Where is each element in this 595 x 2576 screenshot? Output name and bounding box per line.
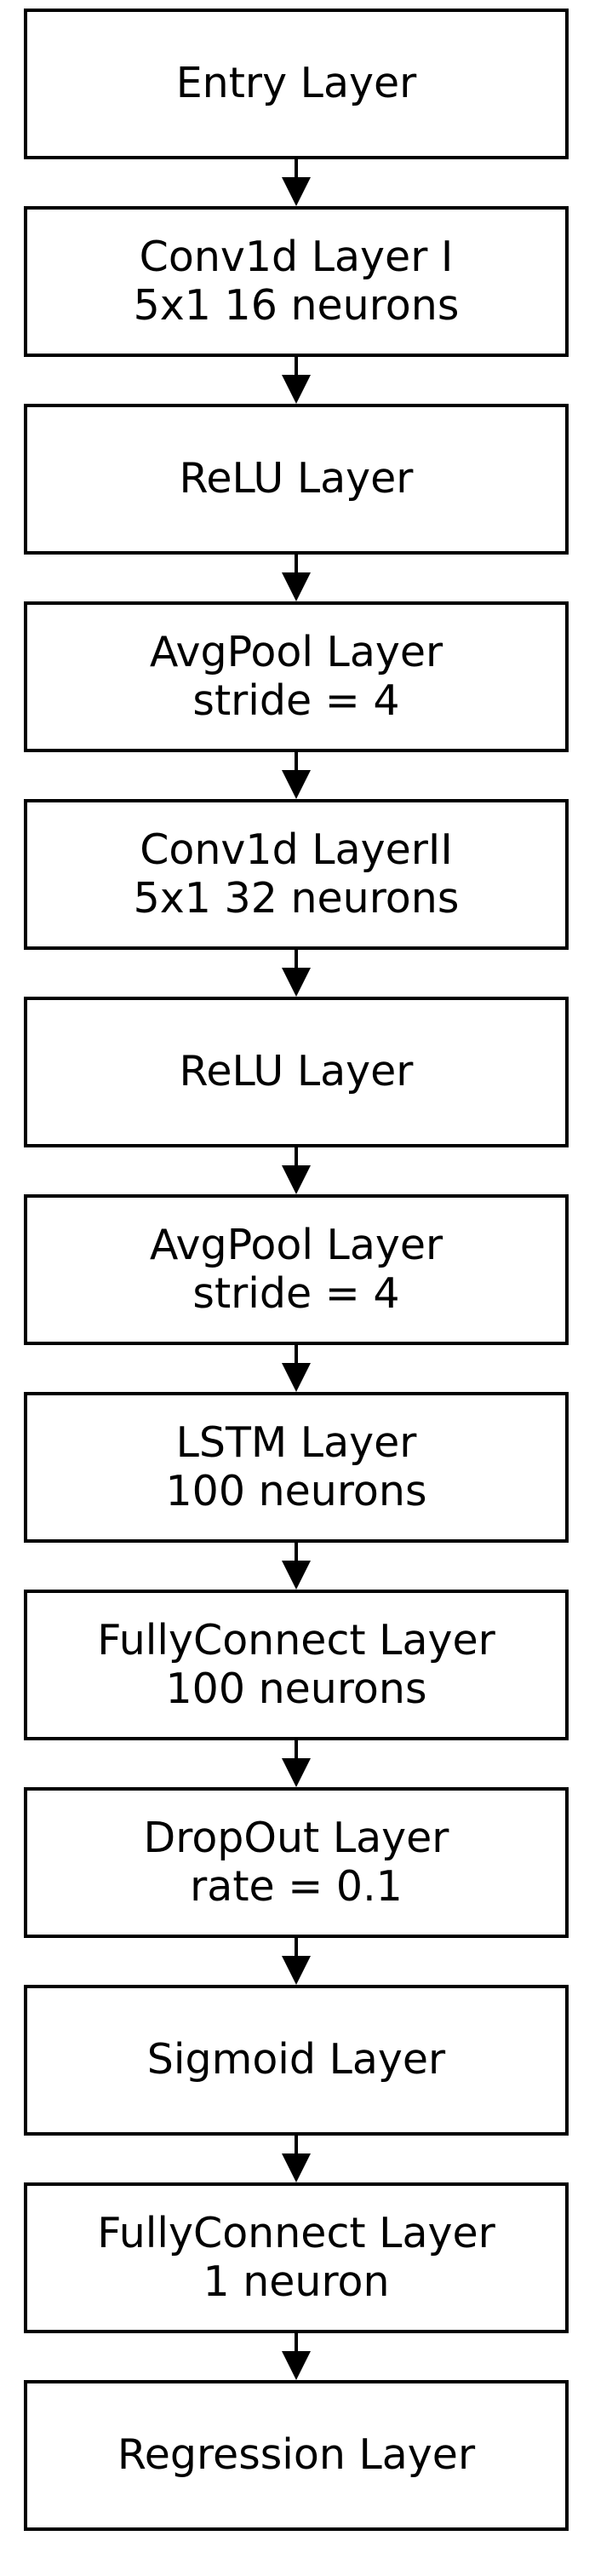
layer-name: Regression Layer (117, 2430, 476, 2480)
layer-name: ReLU Layer (179, 1047, 414, 1096)
layer-detail: stride = 4 (192, 1268, 400, 1318)
flow-arrow (282, 2136, 311, 2182)
arrow-head (282, 968, 311, 997)
layer-detail: 1 neuron (203, 2257, 390, 2306)
layer-box: Regression Layer (24, 2380, 569, 2531)
layer-name: Conv1d LayerII (140, 825, 453, 874)
layer-name: FullyConnect Layer (97, 2208, 495, 2257)
flow-arrow (282, 159, 311, 206)
layer-detail: rate = 0.1 (190, 1861, 403, 1911)
layer-detail: 100 neurons (165, 1466, 427, 1515)
layer-name: LSTM Layer (175, 1417, 417, 1467)
arrow-head (282, 1165, 311, 1194)
layer-box: Entry Layer (24, 9, 569, 159)
layer-name: FullyConnect Layer (97, 1615, 495, 1665)
arrow-head (282, 2351, 311, 2380)
layer-name: Sigmoid Layer (146, 2035, 446, 2084)
arrow-head (282, 572, 311, 601)
arrow-head (282, 375, 311, 404)
arrow-head (282, 1561, 311, 1590)
layer-name: ReLU Layer (179, 454, 414, 503)
flow-arrow (282, 1345, 311, 1392)
layer-name: Conv1d Layer I (139, 232, 454, 281)
layer-name: AvgPool Layer (149, 627, 443, 676)
arrow-head (282, 177, 311, 206)
flow-arrow (282, 555, 311, 601)
layer-box: ReLU Layer (24, 404, 569, 555)
arrow-head (282, 1956, 311, 1985)
layer-detail: 5x1 32 neurons (133, 873, 460, 923)
layer-name: AvgPool Layer (149, 1220, 443, 1269)
flow-arrow (282, 2333, 311, 2380)
arrow-head (282, 770, 311, 799)
layer-detail: 5x1 16 neurons (133, 280, 460, 330)
flow-arrow (282, 950, 311, 997)
layer-name: DropOut Layer (143, 1813, 449, 1862)
arrow-head (282, 1758, 311, 1787)
flow-arrow (282, 1740, 311, 1787)
layer-detail: 100 neurons (165, 1664, 427, 1713)
layer-detail: stride = 4 (192, 676, 400, 725)
flow-arrow (282, 1543, 311, 1590)
layer-box: Sigmoid Layer (24, 1985, 569, 2136)
layer-name: Entry Layer (175, 59, 417, 108)
flow-arrow (282, 752, 311, 799)
arrow-head (282, 2153, 311, 2182)
flow-arrow (282, 1938, 311, 1985)
flow-arrow (282, 1147, 311, 1194)
arrow-head (282, 1363, 311, 1392)
layer-box: ReLU Layer (24, 997, 569, 1147)
flow-arrow (282, 357, 311, 404)
